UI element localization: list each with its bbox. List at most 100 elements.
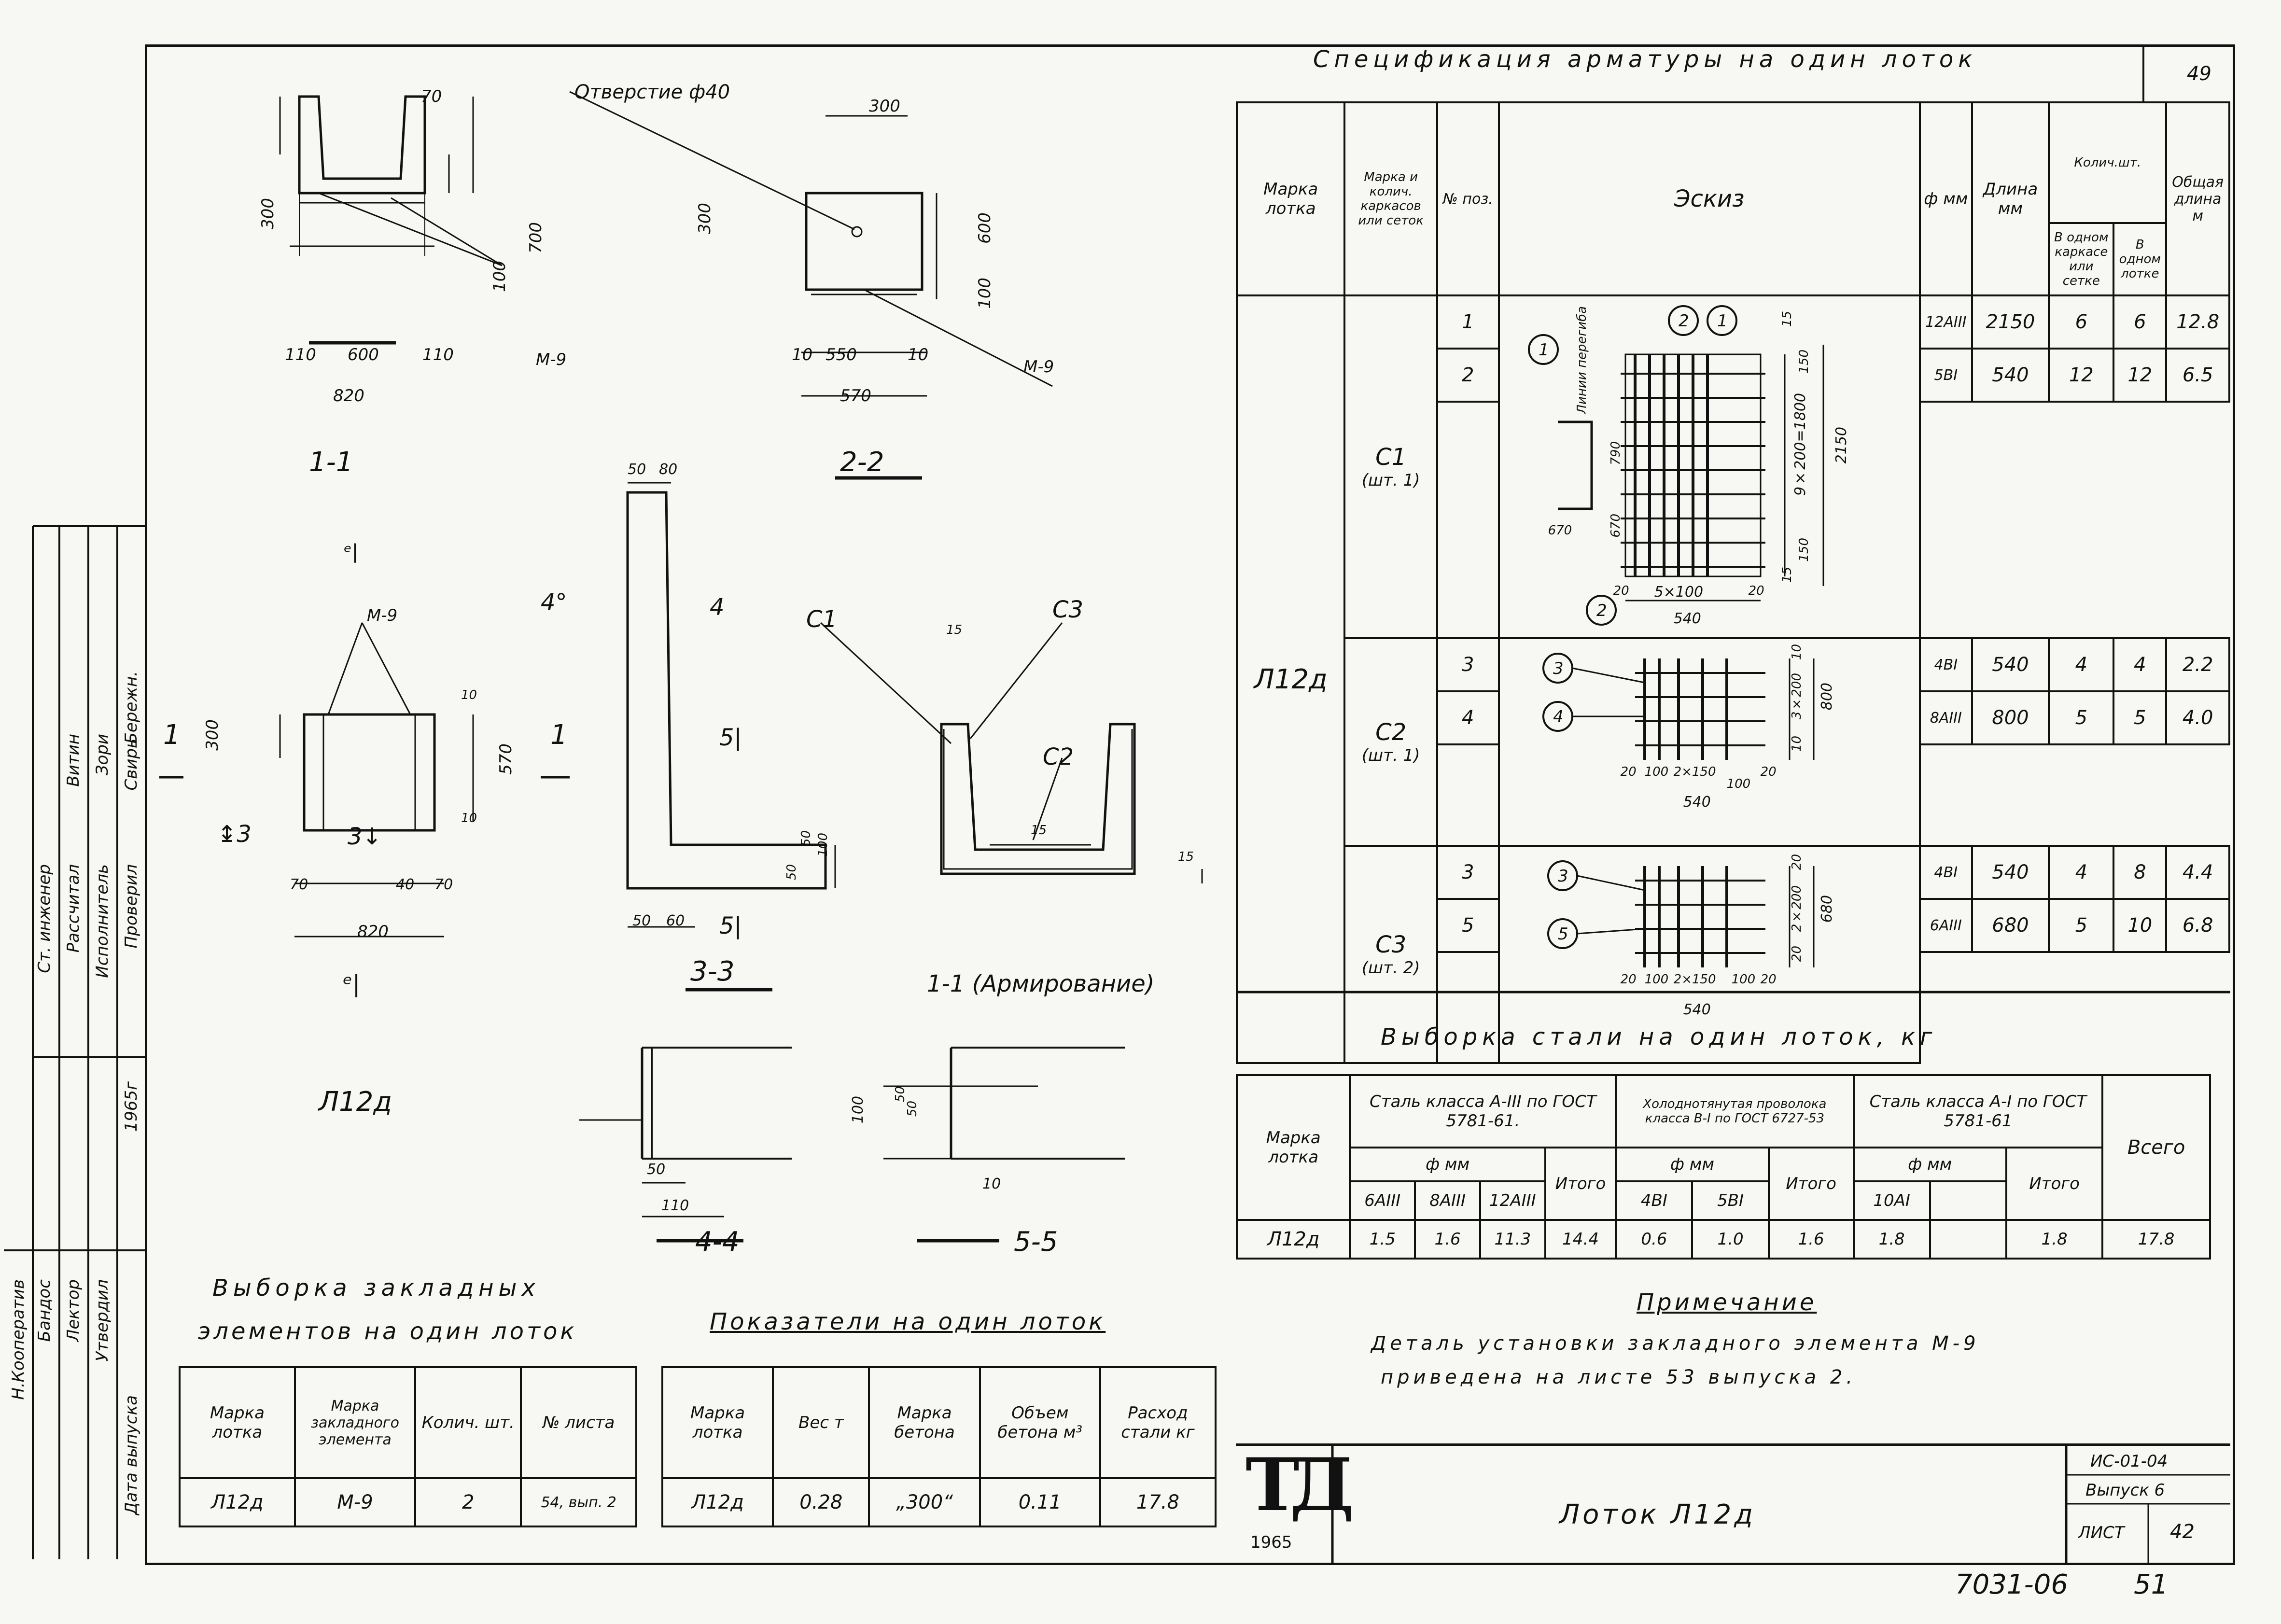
spec-q2: 12 (2113, 348, 2168, 403)
dim-label: 700 (526, 222, 546, 253)
steel-sub: 6AIII (1349, 1180, 1416, 1221)
steel-sub: 12AIII (1479, 1180, 1546, 1221)
spec-length: 800 (1971, 690, 2050, 745)
indicators-header: Вес т (772, 1366, 870, 1479)
indicators-header: Марка бетона (868, 1366, 981, 1479)
spec-length: 540 (1971, 348, 2050, 403)
sketch-c2-label: 20 (1760, 765, 1777, 779)
dim-label: 50 (784, 864, 799, 881)
cut-mark-4b: 4 (710, 594, 725, 621)
sketch-c2-label: 3×200 (1789, 673, 1804, 720)
sketch-c2-label: 2×150 (1673, 765, 1716, 779)
dim-label: 80 (659, 461, 678, 478)
sheet-issue: Выпуск 6 (2085, 1481, 2165, 1500)
steel-value: 1.8 (2005, 1219, 2104, 1260)
embed-label: М-9 (536, 350, 567, 369)
sketch-c1: 1 2 1 2 Линии перегиба 790 670 670 9×200… (1497, 294, 1921, 639)
steel-phi-a3: ф мм (1349, 1147, 1546, 1182)
sketch-c1-label: 5×100 (1654, 584, 1704, 601)
frame-label-c3: С3 (1052, 596, 1084, 623)
stamp-role: Лектор (64, 1279, 83, 1342)
steel-value: 1.8 (1852, 1219, 1931, 1260)
spec-q1: 6 (2048, 294, 2115, 350)
spec-total: 12.8 (2165, 294, 2230, 350)
archive-number: 7031-06 (1955, 1569, 2068, 1600)
stamp-role: Исполнитель (93, 864, 112, 978)
page-top-number: 49 (2187, 63, 2211, 85)
spec-empty (1436, 401, 1500, 638)
plan-cut-mark-left: 1 (163, 719, 181, 751)
spec-empty (1918, 743, 2229, 846)
spec-empty (1436, 951, 1500, 1064)
stamp-role: Бандос (35, 1279, 54, 1342)
indicators-cell: 17.8 (1099, 1477, 1217, 1527)
dim-label: 15 (1031, 823, 1047, 838)
spec-pos: 3 (1436, 637, 1500, 692)
steel-sub: 4BI (1615, 1180, 1693, 1221)
svg-text:1: 1 (1539, 340, 1549, 360)
spec-header-dia: ф мм (1918, 101, 1973, 296)
dim-label: 570 (496, 743, 516, 775)
section-title-4-4: 4-4 (695, 1226, 740, 1258)
spec-q1: 5 (2048, 898, 2115, 953)
sheet-label: ЛИСТ (2078, 1523, 2125, 1542)
spec-header-mark: Марка лотка (1235, 101, 1346, 296)
steel-table: Марка лотка Сталь класса А-III по ГОСТ 5… (1235, 1074, 2211, 1260)
spec-pos: 4 (1436, 690, 1500, 745)
spec-bottom-line (1236, 991, 2230, 994)
steel-total: 17.8 (2101, 1219, 2211, 1260)
spec-header-qty: Колич.шт. (2048, 101, 2168, 224)
spec-header-total: Общая длина м (2165, 101, 2230, 296)
dim-label: 70 (434, 876, 453, 893)
steel-value: 1.6 (1767, 1219, 1855, 1260)
svg-text:5: 5 (1558, 924, 1568, 944)
dim-label: 100 (816, 833, 830, 857)
stamp-year: 1965г (122, 1081, 141, 1132)
sketch-c1-label: 2150 (1833, 427, 1850, 464)
sheet-number: 42 (2170, 1521, 2195, 1543)
sketch-c3-label: 100 (1644, 972, 1669, 987)
sketch-c3-label: 20 (1760, 972, 1777, 987)
embedded-title-2: элементов на один лоток (198, 1318, 577, 1345)
frame-label-c1: С1 (806, 606, 838, 633)
spec-title: Спецификация арматуры на один лоток (1313, 46, 1977, 73)
spec-length: 680 (1971, 898, 2050, 953)
spec-header-frame: Марка и колич. каркасов или сеток (1343, 101, 1438, 296)
steel-sub (1929, 1180, 2007, 1221)
sketch-c1-label: 15 (1779, 567, 1794, 583)
frame-plan-top-1: ᵉ| (344, 541, 359, 563)
note-line-2: приведена на листе 53 выпуска 2. (1381, 1366, 1857, 1388)
dim-label: 300 (258, 198, 278, 229)
sketch-c2: 3 4 3×200 800 20 100 2×150 100 (1497, 637, 1921, 847)
spec-dia: 4BI (1918, 845, 1973, 900)
section-4-4-drawing (579, 1047, 792, 1243)
steel-value (1929, 1219, 2007, 1260)
sheet-series: ИС-01-04 (2090, 1452, 2168, 1471)
dim-label: 600 (975, 212, 994, 244)
sketch-c1-label: 670 (1608, 514, 1623, 538)
spec-length: 540 (1971, 637, 2050, 692)
section-title-reinforcement: 1-1 (Армирование) (927, 970, 1155, 997)
dim-label: 50 (905, 1101, 920, 1117)
spec-empty (1918, 951, 2229, 1063)
spec-total: 6.8 (2165, 898, 2230, 953)
stamp-name: Бережн. (122, 671, 141, 744)
logo-year: 1965 (1250, 1533, 1292, 1552)
spec-q2: 6 (2113, 294, 2168, 350)
spec-dia: 5BI (1918, 348, 1973, 403)
sketch-c1-label: 20 (1613, 584, 1629, 598)
embedded-title-1: Выборка закладных (212, 1274, 540, 1302)
svg-text:1: 1 (1717, 311, 1728, 331)
indicators-cell: Л12д (661, 1477, 774, 1527)
embedded-cell: 2 (414, 1477, 522, 1527)
spec-frame-c1: С1(шт. 1) (1343, 294, 1438, 639)
dim-label: 820 (333, 386, 364, 406)
dim-label: 10 (461, 811, 477, 826)
stamp-name: Витин (64, 734, 83, 787)
sketch-c2-label: 100 (1644, 765, 1669, 779)
plan-cut-mark-2: ᵉ| (343, 970, 361, 997)
dim-label: 70 (290, 876, 308, 893)
spec-pos: 1 (1436, 294, 1500, 350)
dim-label: 110 (422, 345, 454, 364)
indicators-cell: 0.11 (979, 1477, 1101, 1527)
